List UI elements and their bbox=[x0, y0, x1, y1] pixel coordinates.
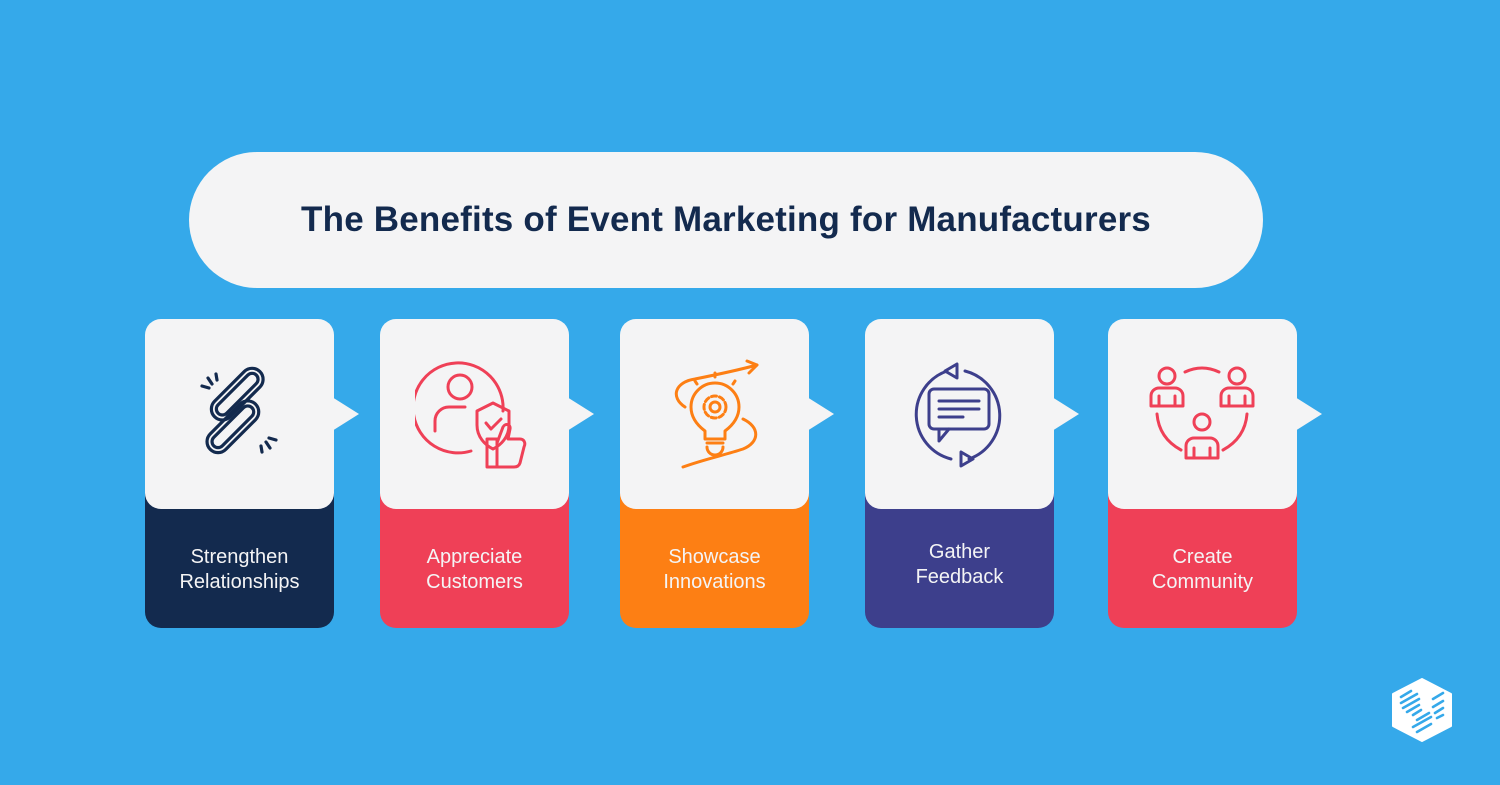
community-people-icon bbox=[1145, 362, 1260, 467]
icon-panel bbox=[1108, 319, 1297, 509]
step-label: Create Community bbox=[1151, 546, 1254, 593]
arrow-pointer bbox=[567, 397, 594, 431]
arrow-pointer bbox=[807, 397, 834, 431]
step-card-strengthen-relationships: Strengthen Relationships bbox=[145, 319, 359, 628]
step-card-gather-feedback: Gather Feedback bbox=[865, 319, 1079, 628]
step-card-appreciate-customers: Appreciate Customers bbox=[380, 319, 594, 628]
icon-panel bbox=[145, 319, 334, 509]
customer-shield-thumbs-up-icon bbox=[414, 359, 535, 469]
step-card-showcase-innovations: Showcase Innovations bbox=[620, 319, 834, 628]
step-card-create-community: Create Community bbox=[1108, 319, 1322, 628]
title-banner: The Benefits of Event Marketing for Manu… bbox=[189, 152, 1263, 288]
arrow-pointer bbox=[1295, 397, 1322, 431]
chain-link-icon bbox=[190, 364, 290, 464]
icon-panel bbox=[865, 319, 1054, 509]
step-label: Gather Feedback bbox=[915, 541, 1004, 588]
feedback-cycle-icon bbox=[907, 359, 1012, 469]
page-title: The Benefits of Event Marketing for Manu… bbox=[301, 200, 1151, 239]
arrow-pointer bbox=[332, 397, 359, 431]
step-label: Strengthen Relationships bbox=[179, 546, 300, 593]
step-label: Appreciate Customers bbox=[426, 546, 523, 593]
arrow-pointer bbox=[1052, 397, 1079, 431]
lightbulb-gear-icon bbox=[665, 357, 765, 472]
step-label: Showcase Innovations bbox=[663, 546, 766, 593]
icon-panel bbox=[380, 319, 569, 509]
hexagon-brand-logo-icon bbox=[1389, 677, 1455, 743]
icon-panel bbox=[620, 319, 809, 509]
